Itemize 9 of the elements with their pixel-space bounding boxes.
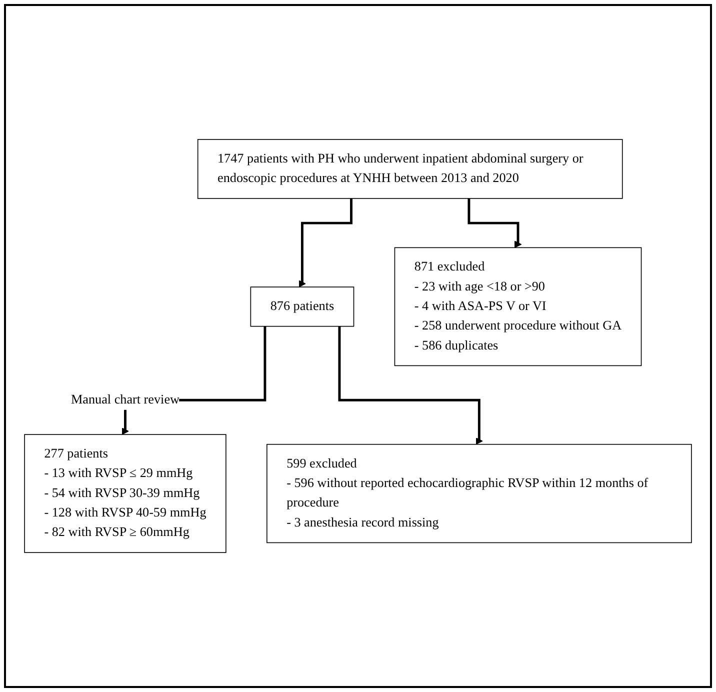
arrow — [298, 198, 352, 288]
arrow — [338, 326, 483, 445]
node-box: 277 patients - 13 with RVSP ≤ 29 mmHg - 54 with RVSP 30-39 mmHg - 128 with RVSP 40-59 mmHg - 82 with RVSP ≥ 60mmHg — [24, 434, 226, 553]
arrow — [468, 198, 522, 248]
node-box: 876 patients — [250, 286, 354, 327]
node-box: 871 excluded - 23 with age <18 or >90 - 4 with ASA-PS V or VI - 258 underwent procedure without GA - 586 duplicates — [394, 247, 642, 366]
node-box: 599 excluded - 596 without reported echocardiographic RVSP within 12 months of procedure - 3 anesthesia record missing — [266, 444, 692, 544]
node-box: 1747 patients with PH who underwent inpatient abdominal surgery or endoscopic procedures at YNHH between 2013 and 2020 — [197, 139, 623, 199]
edge-label: Manual chart review — [70, 392, 180, 407]
